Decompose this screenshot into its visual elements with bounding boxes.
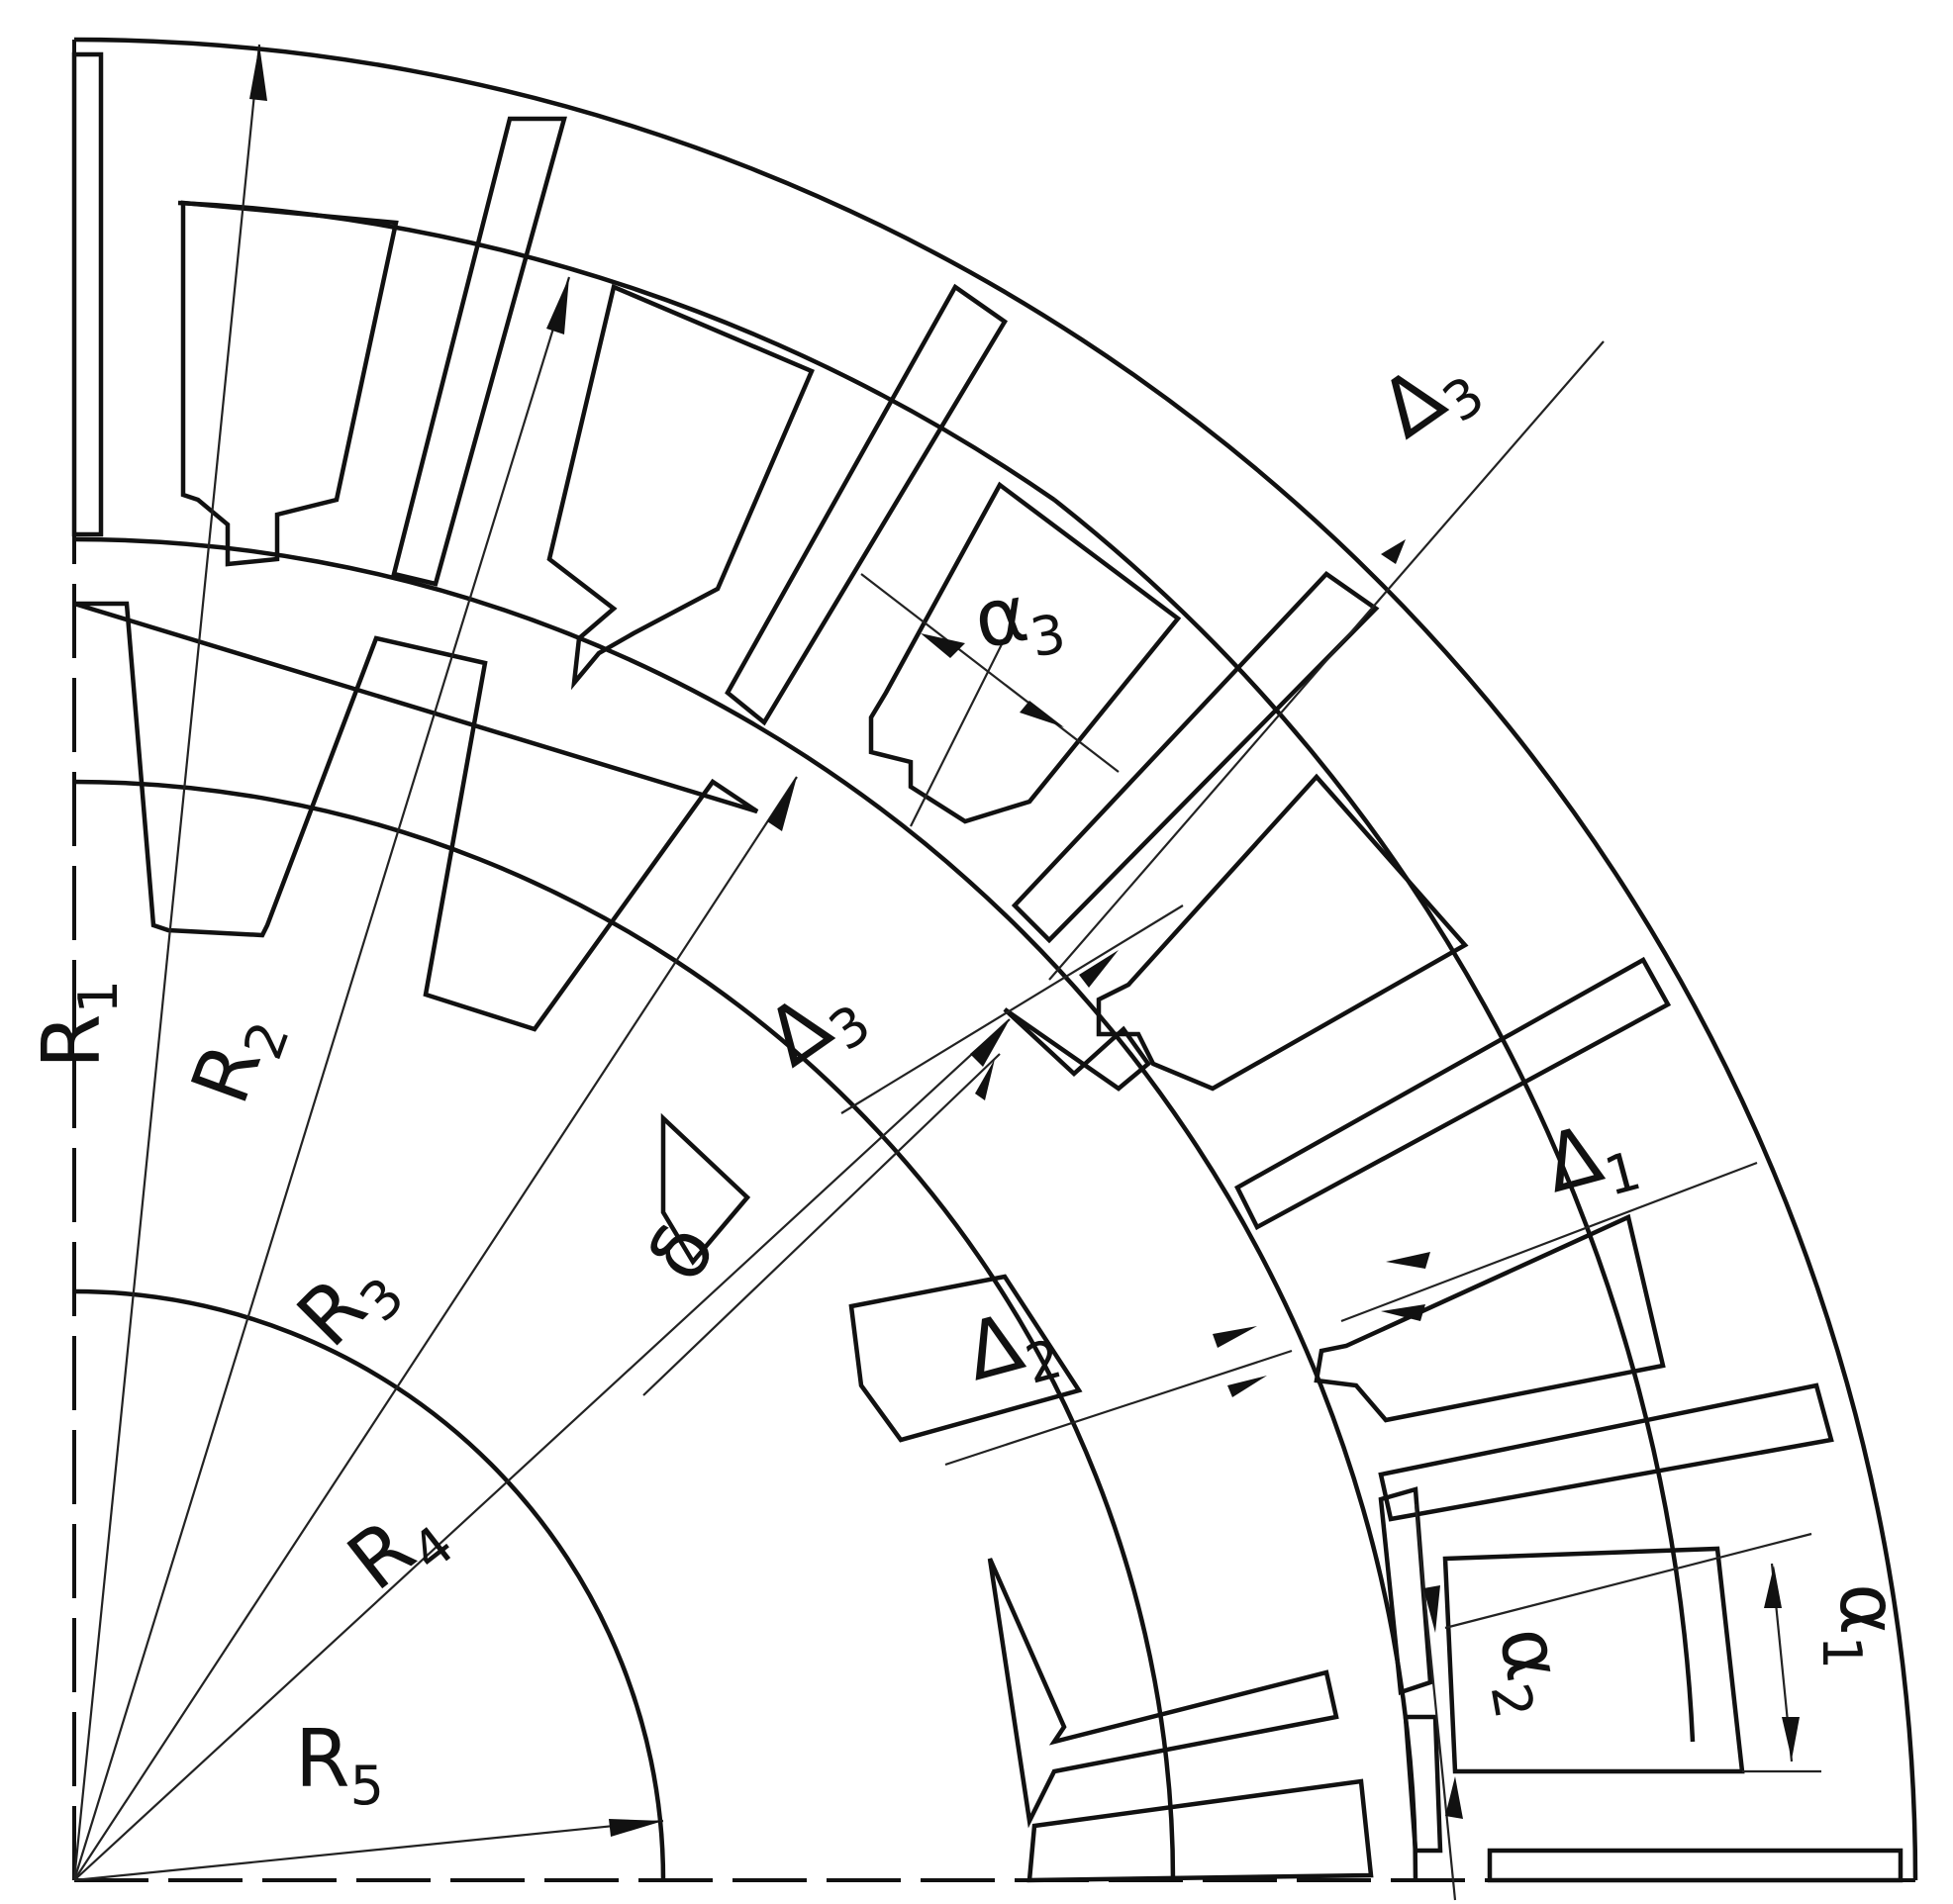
delta-gap-arrow [975, 1059, 995, 1100]
alpha1-arrow-a [1764, 1566, 1782, 1608]
rotor-slot-5 [987, 1558, 1339, 1829]
r5-line [73, 1819, 664, 1882]
rotor-slot-3 [660, 1112, 751, 1266]
r4-arrowhead [970, 1019, 1010, 1067]
label-r3: R3 [280, 1236, 417, 1373]
bar-slot-5 [1234, 956, 1672, 1231]
stator-slots [180, 200, 1666, 1423]
r3-arrowhead [767, 777, 797, 831]
stator-slot-5 [1314, 1213, 1666, 1423]
r5-arrowhead [609, 1819, 663, 1837]
label-delta: δ [630, 1208, 733, 1296]
label-delta3-inner: Δ3 [750, 958, 882, 1094]
rotor-slot-4 [848, 1274, 1083, 1443]
label-r1: R1 [26, 980, 130, 1069]
r1-line [72, 44, 261, 1881]
delta3-outer-leader [1048, 340, 1605, 981]
outer-bar-slots [71, 51, 1904, 1883]
r2-arrowhead [546, 277, 569, 334]
alpha1-arrow-b [1782, 1717, 1800, 1760]
bar-slot-6 [1378, 1382, 1834, 1522]
label-delta3-outer: Δ3 [1364, 330, 1496, 465]
bar-slot-7 [1487, 1848, 1904, 1883]
rotor-slot-9 [1026, 1778, 1374, 1883]
delta2-arrow-a [1213, 1326, 1257, 1348]
delta2-arrow-b [1227, 1376, 1267, 1397]
r3-line [73, 776, 798, 1881]
delta3-inner-arrow [1079, 950, 1119, 988]
label-delta1: Δ1 [1535, 1098, 1647, 1221]
stator-slot-1 [180, 200, 399, 567]
label-r2: R2 [173, 1000, 301, 1118]
alpha3-pointer [910, 637, 1006, 827]
r1-arrowhead [249, 45, 267, 101]
delta1-arrow-b [1381, 1304, 1425, 1321]
alpha3-arrow-a [921, 633, 965, 658]
bar-slot-4 [1011, 571, 1380, 944]
gap-dimensions [642, 340, 1821, 1901]
alpha2-arrow-a [1423, 1585, 1440, 1633]
label-alpha1: α1 [1810, 1583, 1914, 1669]
label-alpha3: α3 [967, 561, 1070, 679]
outer-stator-arc [73, 37, 1918, 1881]
rotor-slot-2 [1003, 1007, 1152, 1092]
alpha3-arrow-b [1020, 701, 1064, 727]
delta2-leader [944, 1349, 1293, 1467]
stator-slot-2 [546, 283, 815, 691]
label-r4: R4 [331, 1480, 465, 1617]
stator-slot-3 [868, 481, 1182, 824]
label-r5: R5 [295, 1713, 384, 1817]
rotor-slot-6 [1378, 1486, 1433, 1696]
alpha1-leader [1444, 1532, 1812, 1630]
dimension-labels: R1 R2 R3 R4 R5 δ Δ3 Δ3 α3 Δ1 Δ2 α1 [26, 330, 1914, 1817]
radius-dimensions [72, 44, 1011, 1882]
bar-slot-2 [391, 116, 567, 587]
delta1-leader [1340, 1161, 1758, 1323]
stator-bore-arc [73, 536, 1418, 1881]
r2-line [72, 276, 571, 1881]
delta1-arrow-a [1386, 1252, 1430, 1269]
rotor-slot-7 [1403, 1714, 1443, 1854]
rotor-slots [73, 601, 1745, 1883]
delta-gap-leader [642, 1053, 1001, 1396]
shaft-arc [73, 1288, 666, 1881]
label-alpha2: α2 [1469, 1620, 1587, 1723]
alpha2-leader [1414, 1503, 1457, 1901]
bar-slot-1 [71, 51, 104, 537]
alpha2-arrow-b [1445, 1776, 1463, 1819]
delta3-inner-leader [840, 904, 1184, 1114]
r4-line [73, 1018, 1011, 1881]
bar-slot-3 [725, 283, 1009, 726]
alpha3-leader [860, 573, 1120, 773]
rotor-slot-1 [73, 601, 759, 1032]
delta3-outer-arrow [1381, 539, 1406, 564]
stator-slot-4 [1096, 773, 1469, 1092]
rotor-arc [73, 779, 1176, 1881]
